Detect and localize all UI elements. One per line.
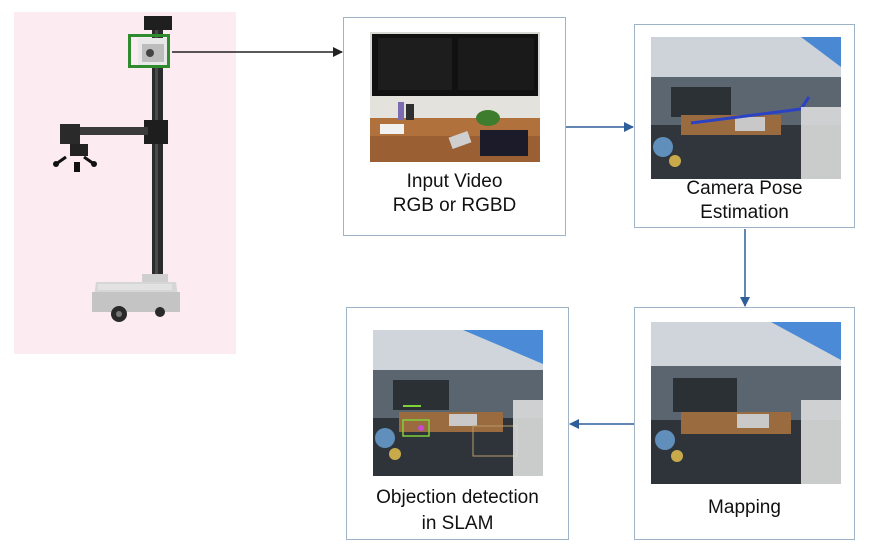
- mapping-box: Mapping: [634, 307, 855, 540]
- camera-pose-label-line1: Camera Pose: [686, 178, 803, 199]
- input-video-image: [370, 32, 540, 162]
- camera-highlight-box: [128, 34, 170, 68]
- mapping-image: [651, 322, 841, 484]
- object-detection-image: [373, 330, 543, 476]
- input-video-label-line2: RGB or RGBD: [392, 195, 517, 216]
- object-detection-label-line2: in SLAM: [421, 513, 494, 534]
- robot-panel: [14, 12, 236, 354]
- mapping-label: Mapping: [708, 497, 781, 518]
- object-detection-box: Objection detection in SLAM: [346, 307, 569, 540]
- object-detection-label-line1: Objection detection: [376, 487, 539, 508]
- input-video-label-line1: Input Video: [406, 171, 503, 192]
- camera-pose-image: [651, 37, 841, 179]
- input-video-box: Input Video RGB or RGBD: [343, 17, 566, 236]
- camera-pose-label-line2: Estimation: [700, 202, 789, 223]
- robot-illustration: [53, 16, 180, 322]
- camera-pose-box: Camera Pose Estimation: [634, 24, 855, 228]
